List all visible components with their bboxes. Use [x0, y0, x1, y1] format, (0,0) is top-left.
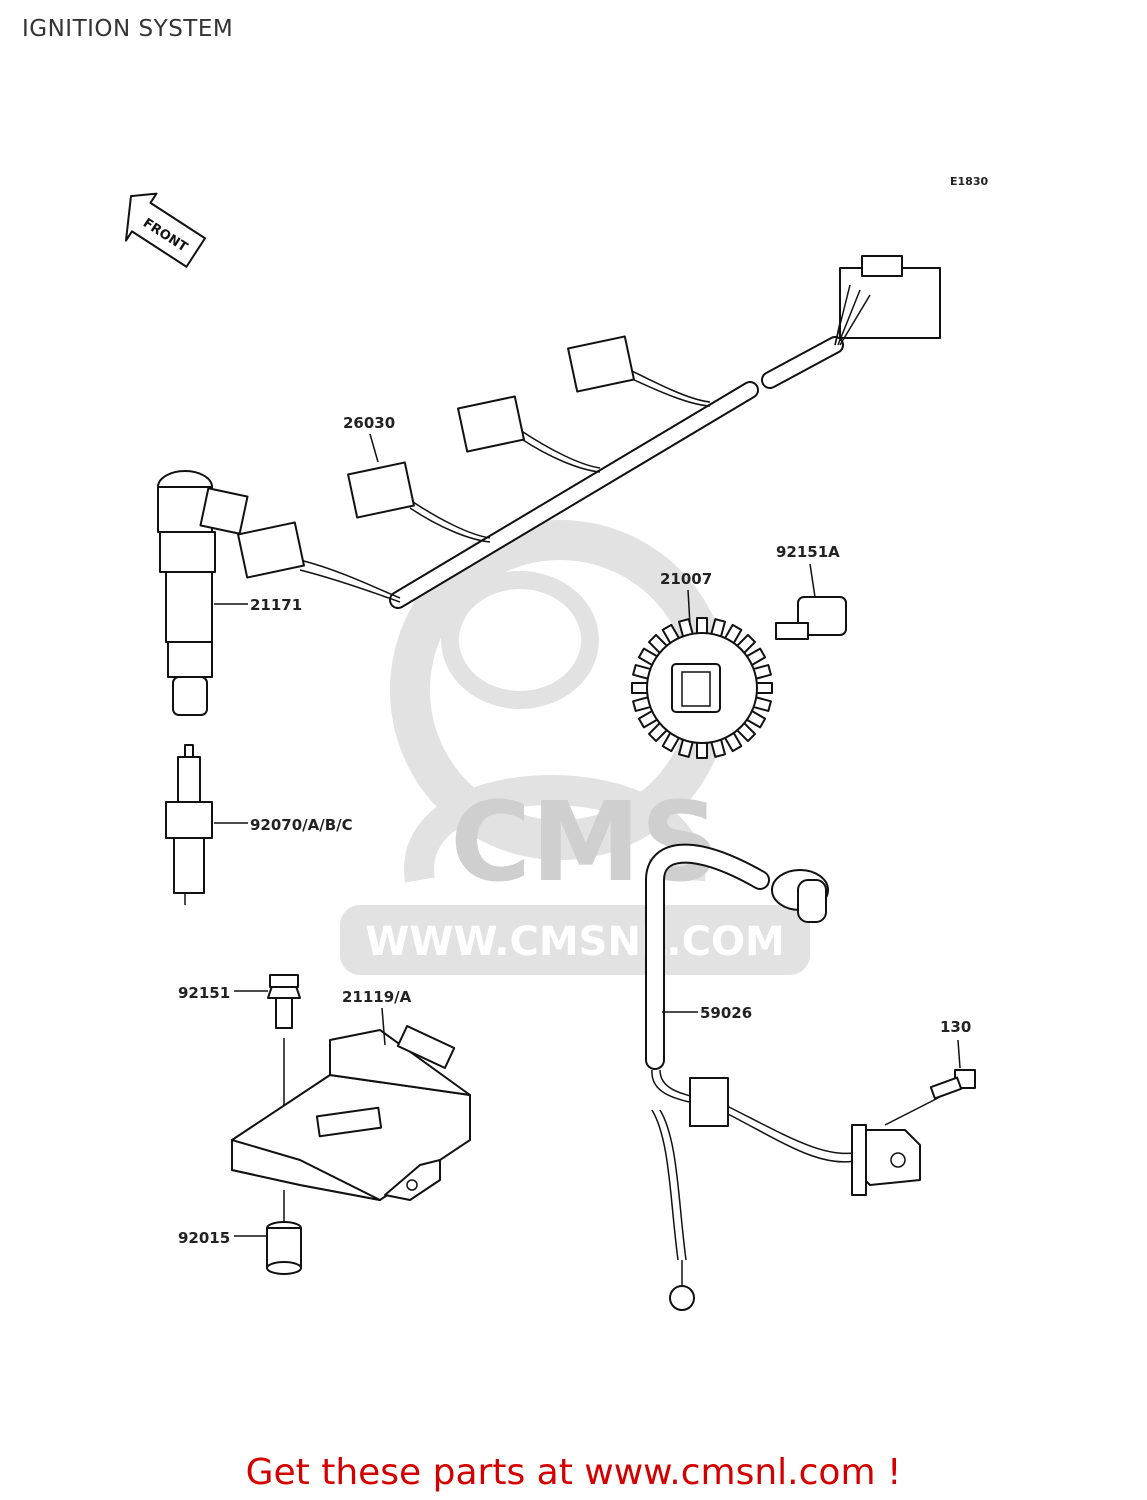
rotor-bolt: [775, 596, 847, 640]
ecu-unit: [231, 1025, 471, 1201]
parts-diagram: CMS WWW.CMSNL.COM E1830 FRONT 26030: [124, 175, 988, 1311]
pickup-coil: [851, 1124, 921, 1196]
watermark-brand: CMS: [450, 778, 719, 906]
diagram-code: E1830: [950, 175, 988, 188]
grommet: [266, 1190, 302, 1275]
ignition-coil: [157, 470, 249, 716]
callout-ecu-bolt: 92151: [178, 984, 230, 1002]
callout-grommet: 92015: [178, 1229, 230, 1247]
watermark: CMS WWW.CMSNL.COM: [340, 520, 810, 975]
callout-pickup-bolt: 130: [940, 1018, 971, 1036]
front-arrow-icon: FRONT: [124, 192, 206, 268]
spark-plug: [165, 744, 213, 905]
callout-spark-plug: 92070/A/B/C: [250, 816, 353, 834]
watermark-url: WWW.CMSNL.COM: [365, 919, 785, 965]
callout-rotor: 21007: [660, 570, 712, 588]
callout-coil: 21171: [250, 596, 302, 614]
callout-rotor-bolt: 92151A: [776, 543, 840, 561]
callout-ecu: 21119/A: [342, 988, 412, 1006]
ecu-bolt: [267, 974, 301, 1110]
footer-cta[interactable]: Get these parts at www.cmsnl.com !: [245, 1452, 902, 1493]
wiring-harness: [237, 255, 941, 609]
pickup-bolt: [884, 1069, 976, 1126]
callout-harness: 26030: [343, 414, 395, 432]
pickup-lead: [645, 843, 861, 1311]
page-title: IGNITION SYSTEM: [22, 16, 234, 42]
callout-pickup-lead: 59026: [700, 1004, 752, 1022]
timing-rotor: [631, 617, 773, 759]
